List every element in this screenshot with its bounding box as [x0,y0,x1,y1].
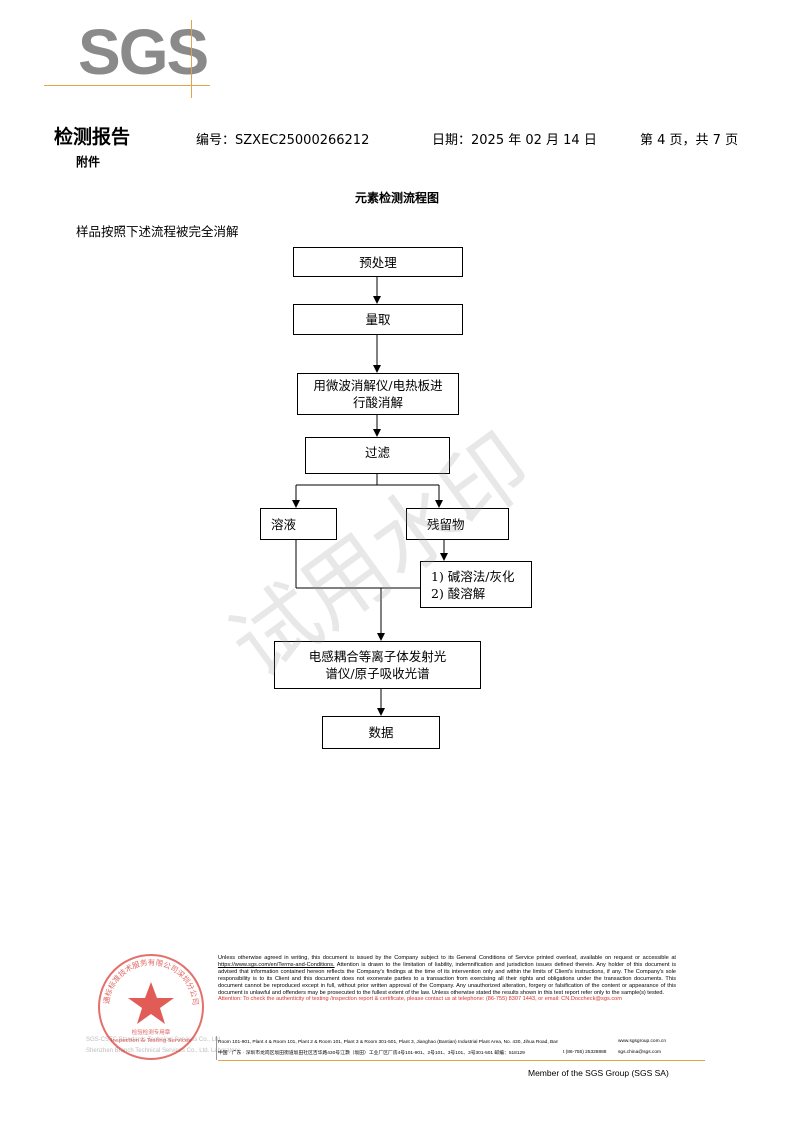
intro-text: 样品按照下述流程被完全消解 [76,224,239,239]
step-solution: 溶液 [260,508,337,540]
terms-link[interactable]: https://www.sgs.com/en/Terms-and-Conditi… [218,961,335,968]
step-icp-line1: 电感耦合等离子体发射光 [308,649,447,664]
sgs-member-note: Member of the SGS Group (SGS SA) [528,1068,669,1078]
step-acid-digestion: 用微波消解仪/电热板进 行酸消解 [297,373,459,415]
inspection-seal: 通标标准技术服务有限公司深圳分公司 检验检测专用章 Inspection & T… [98,954,204,1060]
address-cn: 中国 · 广东 · 深圳市龙岗区坂田街道坂田社区吉华路430号江灏（坂田）工业厂… [218,1051,525,1056]
authenticity-attention: Attention: To check the authenticity of … [218,996,622,1003]
disclaimer-part-a: Unless otherwise agreed in writing, this… [218,955,676,961]
logo-rule-horizontal [44,85,210,86]
method-2: 2) 酸溶解 [431,585,486,601]
step-icp-aas: 电感耦合等离子体发射光 谱仪/原子吸收光谱 [274,641,481,689]
step-digest-line2: 行酸消解 [352,395,403,410]
logo-rule-vertical [191,20,192,98]
step-filter: 过滤 [305,437,450,474]
contact-email[interactable]: sgs.china@sgs.com [618,1050,661,1055]
step-digest-line1: 用微波消解仪/电热板进 [313,378,443,393]
method-1: 1) 碱溶法/灰化 [431,568,515,584]
step-filter-label: 过滤 [364,445,390,460]
step-data: 数据 [322,716,440,749]
footer-separator [216,1036,217,1060]
step-dissolution-methods: 1) 碱溶法/灰化 2) 酸溶解 [420,561,532,608]
step-pretreatment-label: 预处理 [359,254,397,270]
report-date: 日期：2025 年 02 月 14 日 [432,133,597,148]
seal-en-text: Inspection & Testing Services [111,1038,192,1044]
seal-star-icon [128,982,174,1024]
step-residue: 残留物 [406,508,509,540]
sgs-logo: SGS [78,16,209,88]
step-weigh-label: 量取 [365,312,391,327]
website[interactable]: www.sgsgroup.com.cn [618,1039,666,1044]
step-residue-label: 残留物 [427,516,465,532]
address-block: Room 101-901, Plant 4 & Room 101, Plant … [218,1037,558,1059]
step-solution-label: 溶液 [271,516,297,532]
step-data-label: 数据 [368,725,394,740]
step-pretreatment: 预处理 [293,247,463,277]
seal-inner-text: 检验检测专用章 [132,1028,171,1036]
report-title: 检测报告 [54,126,131,148]
section-title: 元素检测流程图 [354,191,439,205]
disclaimer-part-b: Attention is drawn to the limitation of … [218,961,676,996]
report-number: 编号：SZXEC25000266212 [196,133,370,148]
address-en: Room 101-901, Plant 4 & Room 101, Plant … [218,1040,558,1045]
step-icp-line2: 谱仪/原子吸收光谱 [325,666,430,681]
company-name-en: SGS-CSTC Standards Technical Services Co… [86,1037,222,1043]
step-weigh: 量取 [293,304,463,335]
telephone: t (86-755) 25328888 [563,1050,607,1055]
page-indicator: 第 4 页，共 7 页 [640,133,739,148]
company-branch-en: Shenzhen Branch Technical Services Co., … [86,1048,240,1054]
annex-label: 附件 [76,155,101,169]
legal-disclaimer: Unless otherwise agreed in writing, this… [218,955,676,1003]
footer-rule [218,1060,705,1061]
